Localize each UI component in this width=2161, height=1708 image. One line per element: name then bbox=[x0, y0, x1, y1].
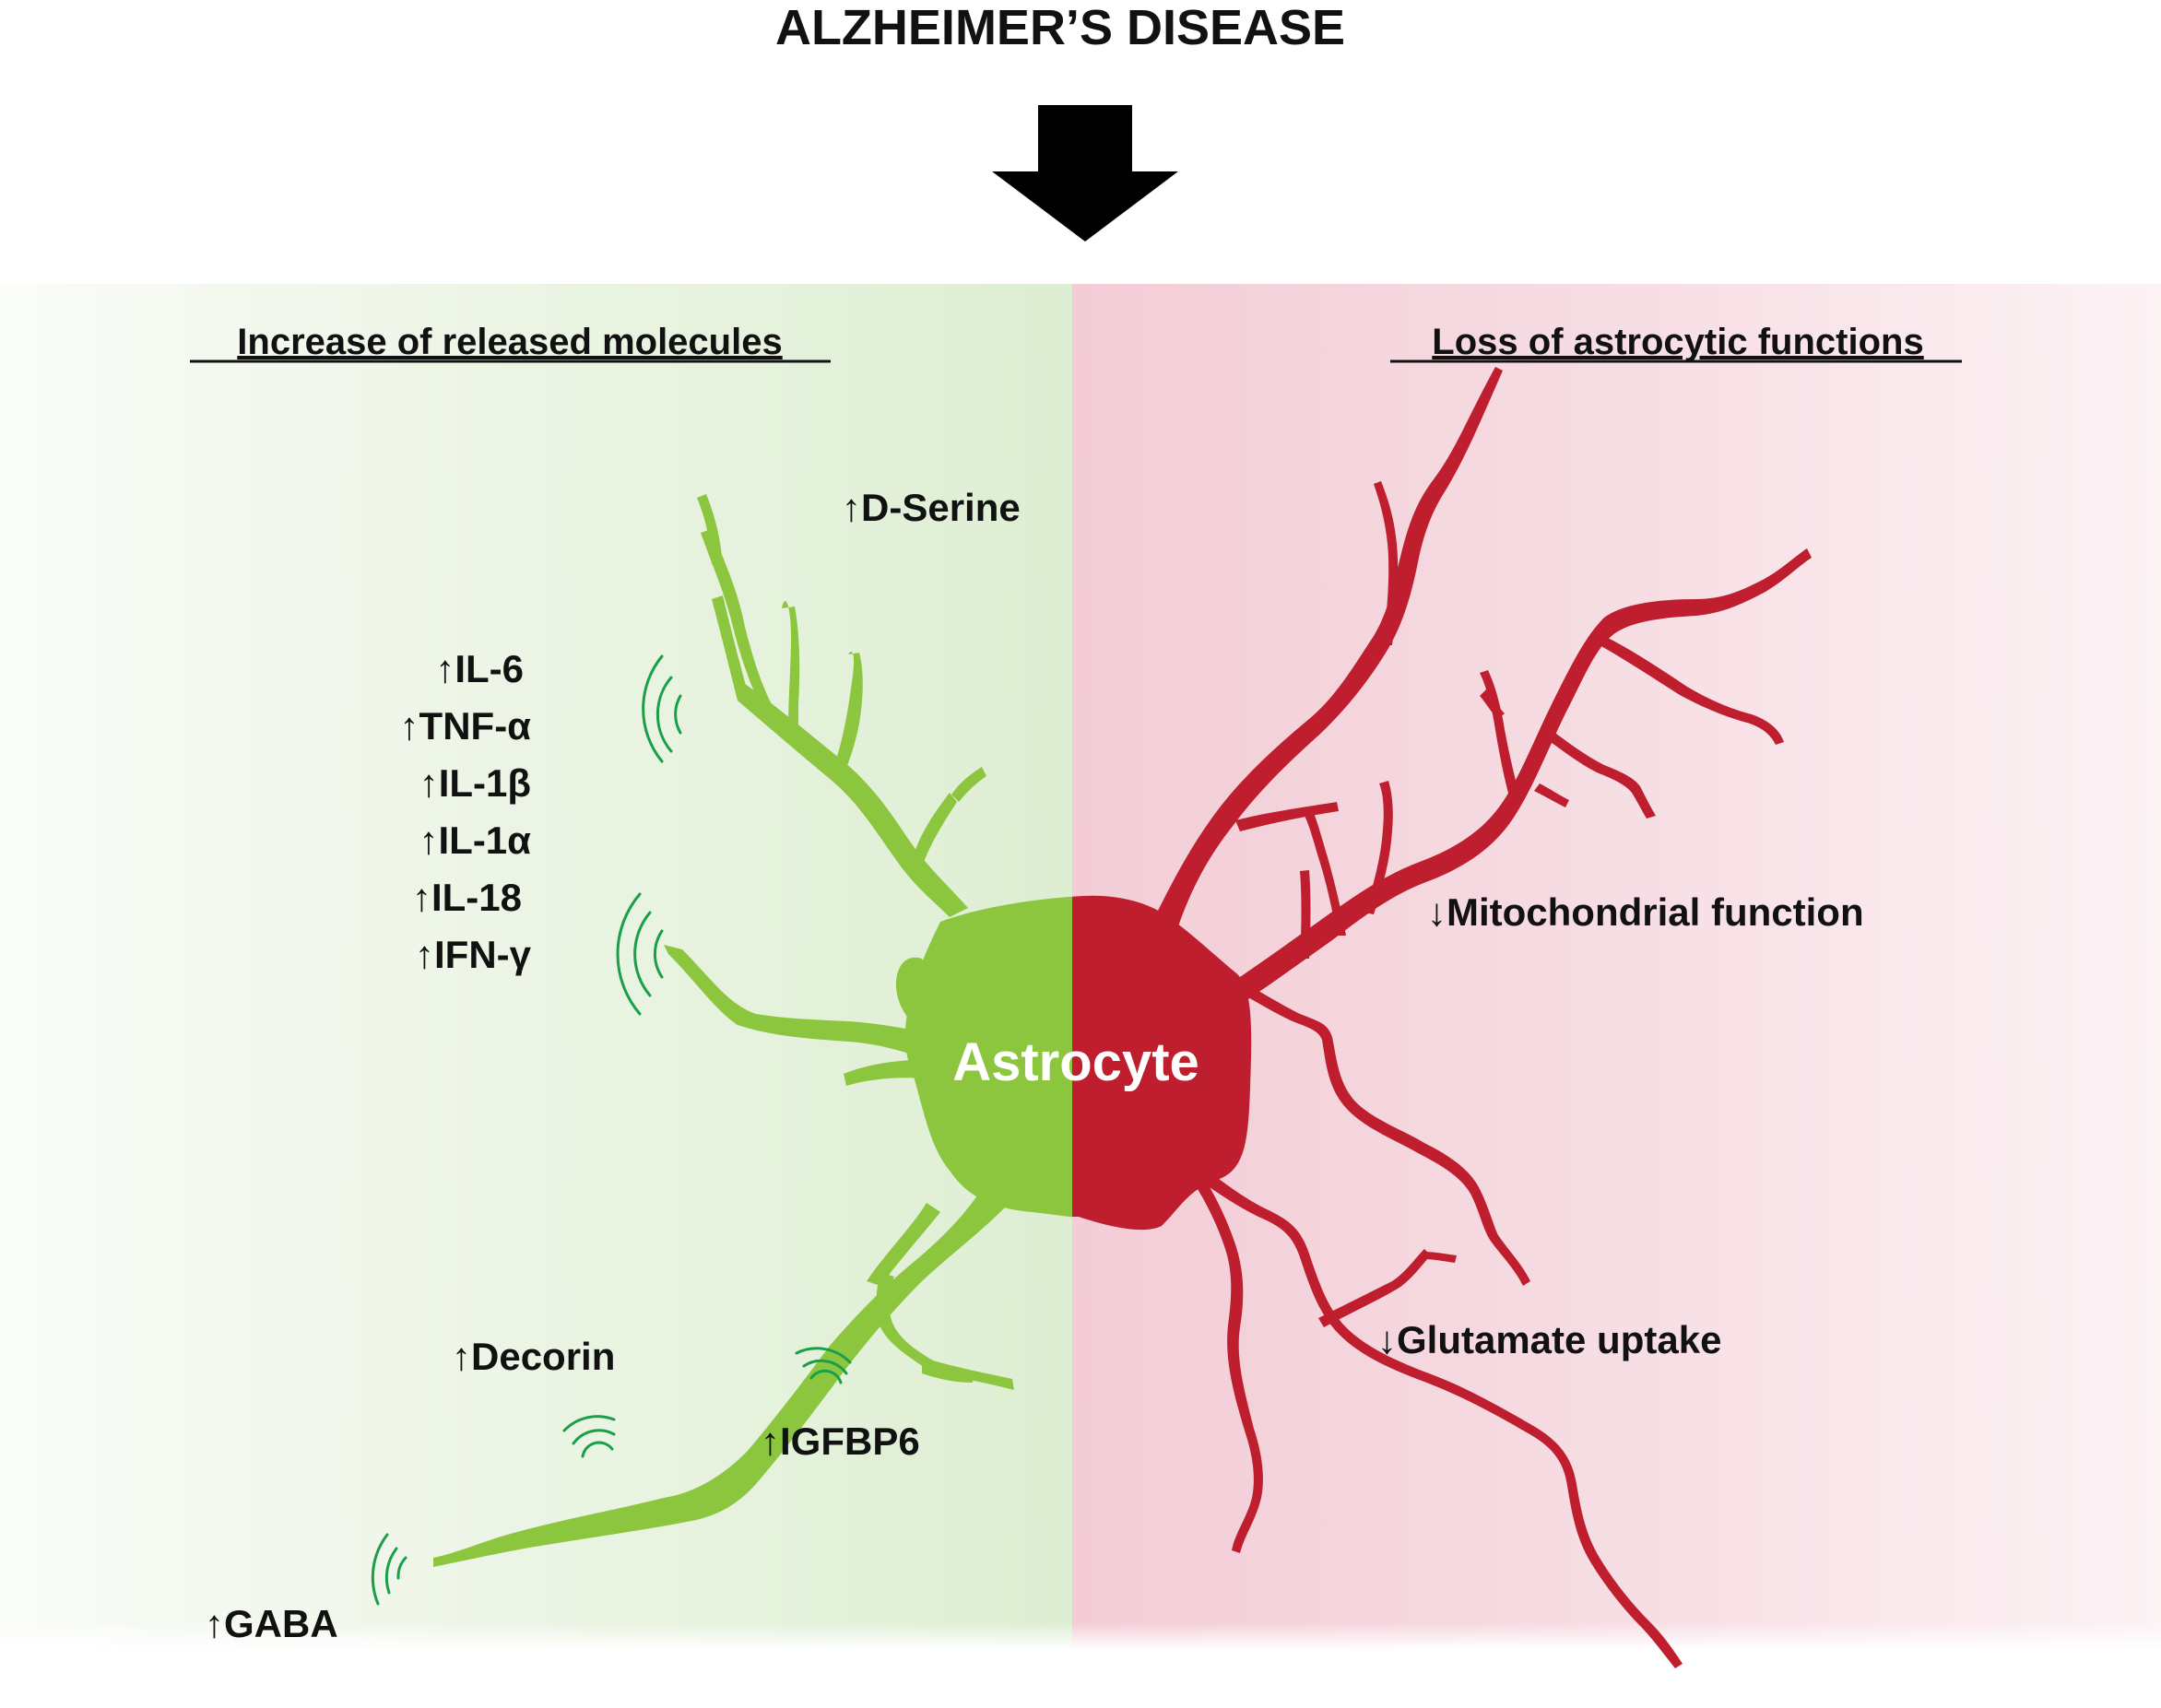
molecule-il-1-beta: ↑IL-1β bbox=[419, 761, 531, 805]
molecule-decorin: ↑Decorin bbox=[452, 1335, 615, 1378]
signal-wave-icon bbox=[616, 892, 664, 1016]
left-panel-heading: Increase of released molecules bbox=[237, 322, 782, 362]
molecule-il-6: ↑IL-6 bbox=[435, 647, 524, 690]
signal-waves bbox=[371, 654, 852, 1606]
signal-wave-icon bbox=[371, 1533, 407, 1606]
panel-bottom-fade bbox=[0, 1622, 2161, 1650]
signal-wave-icon bbox=[795, 1347, 852, 1384]
molecule-il-18: ↑IL-18 bbox=[412, 876, 522, 919]
function-glutamate-uptake: ↓Glutamate uptake bbox=[1377, 1318, 1721, 1361]
astrocyte-label: Astrocyte bbox=[952, 1032, 1199, 1092]
right-panel-heading: Loss of astrocytic functions bbox=[1432, 322, 1923, 362]
function-mitochondrial: ↓Mitochondrial function bbox=[1427, 890, 1864, 934]
molecule-gaba: ↑GABA bbox=[205, 1602, 338, 1645]
molecule-ifn-gamma: ↑IFN-γ bbox=[415, 933, 532, 976]
signal-wave-icon bbox=[562, 1415, 616, 1458]
page-title: ALZHEIMER’S DISEASE bbox=[775, 0, 1345, 55]
signal-wave-icon bbox=[642, 654, 682, 763]
right-panel-background bbox=[1072, 284, 2161, 1650]
astrocyte-green-half bbox=[433, 494, 1072, 1567]
left-panel-background bbox=[0, 284, 1072, 1650]
astrocyte-red-half bbox=[1072, 367, 1812, 1668]
molecule-il-1-alpha: ↑IL-1α bbox=[419, 819, 532, 862]
down-arrow-icon bbox=[992, 105, 1178, 241]
molecule-d-serine: ↑D-Serine bbox=[842, 486, 1021, 529]
molecule-tnf-alpha: ↑TNF-α bbox=[400, 704, 532, 748]
molecule-igfbp6: ↑IGFBP6 bbox=[761, 1419, 920, 1463]
